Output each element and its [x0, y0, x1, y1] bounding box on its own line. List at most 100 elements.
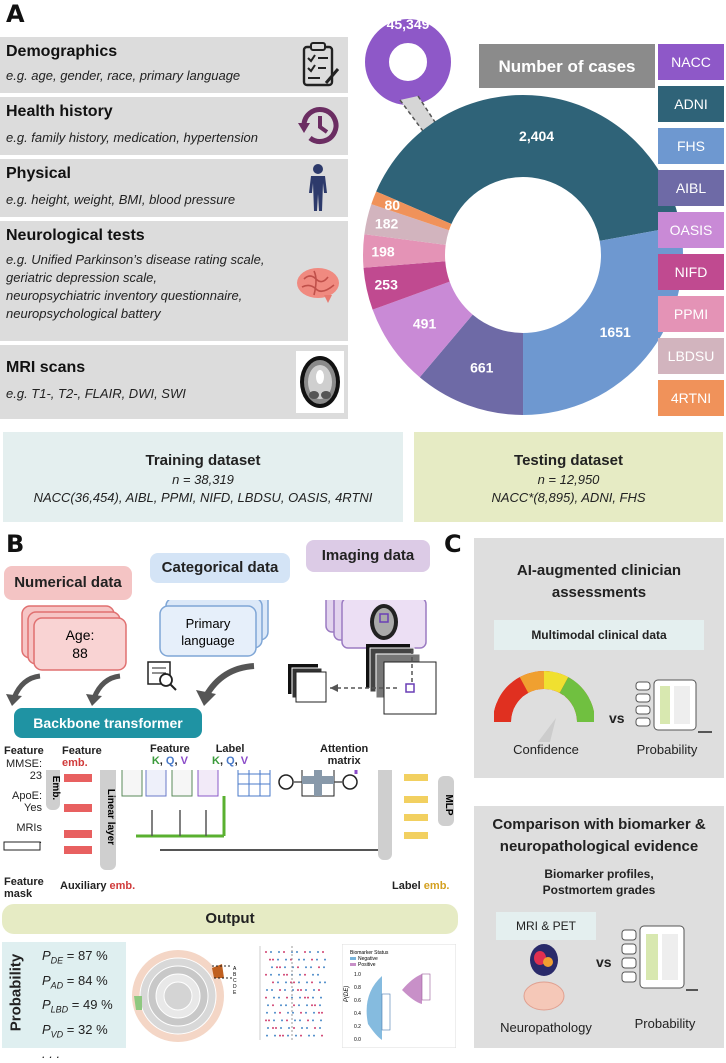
donut-slice-4rtni [371, 191, 452, 231]
feature-kqv-label: Feature K, Q, V [150, 743, 190, 767]
training-n: n = 38,319 [172, 472, 234, 487]
probability-label-c2: Probability [634, 1016, 696, 1031]
magnify-document-icon [147, 661, 177, 691]
age-label: Age: [66, 627, 95, 643]
numerical-data-label: Numerical data [14, 574, 122, 591]
mri-brain-icon [296, 351, 344, 413]
auxiliary-emb-word: emb. [109, 880, 136, 892]
confidence-gauge-icon [494, 670, 594, 742]
mmse-label: MMSE: 23 [6, 758, 43, 782]
vs-label: vs [609, 710, 625, 726]
auxiliary-word: Auxiliary [60, 880, 107, 892]
feature-demographics: Demographics e.g. age, gender, race, pri… [0, 37, 348, 93]
dot-plot [259, 946, 326, 1040]
mlp-label: MLP [443, 794, 454, 815]
feature-title: MRI scans [6, 359, 86, 376]
violin-ytick: 0.0 [354, 1037, 361, 1043]
testing-sources: NACC*(8,895), ADNI, FHS [491, 490, 646, 505]
radial-plot: A B C D E [132, 950, 237, 1042]
linear-layer-label: Linear layer [105, 789, 116, 845]
age-value: 88 [72, 645, 88, 661]
neuropathology-label: Neuropathology [500, 1020, 592, 1035]
clipboard-icon [302, 42, 340, 87]
auxiliary-emb-label: Auxiliary emb. [60, 880, 135, 892]
panel-b-letter: B [6, 530, 25, 558]
comparison-panel: Comparison with biomarker & neuropatholo… [474, 806, 724, 1048]
primary-language-label-1: Primary [186, 616, 231, 631]
radial-letter-b: B [233, 972, 237, 978]
feature-title: Demographics [6, 43, 118, 60]
emb-word: emb. [62, 757, 88, 769]
feature-desc: e.g. Unified Parkinson’s disease rating … [6, 252, 265, 321]
architecture-diagram: Age: 88 Primary language [6, 600, 437, 715]
brain-icon [297, 268, 339, 303]
violin-ytick: 1.0 [354, 972, 361, 978]
label-emb-label: Label emb. [392, 880, 449, 892]
feature-neurological-tests: Neurological tests e.g. Unified Parkinso… [0, 221, 348, 341]
donut-label-oasis: 491 [413, 316, 437, 332]
apoe-label: ApoE: Yes [12, 790, 42, 814]
probability-row: PAD = 84 % [42, 972, 108, 991]
biomarker-profiles-label: Biomarker profiles, Postmortem grades [542, 867, 656, 897]
feature-desc: e.g. age, gender, race, primary language [6, 68, 241, 83]
feature-emb-word: Feature [62, 745, 102, 757]
nacc-value-label: 45,349 [387, 16, 430, 32]
legend-item-fhs: FHS [658, 128, 724, 164]
primary-language-card [159, 605, 257, 657]
legend-item-4rtni: 4RTNI [658, 380, 724, 416]
violin-ytick: 0.4 [354, 1011, 361, 1017]
probability-row: PDE = 87 % [42, 948, 108, 966]
imaging-data-label: Imaging data [321, 547, 415, 564]
attention-matrix-label: Attention matrix [320, 743, 369, 767]
training-title: Training dataset [145, 452, 261, 469]
legend-item-oasis: OASIS [658, 212, 724, 248]
feature-mri-scans: MRI scans e.g. T1-, T2-, FLAIR, DWI, SWI [0, 345, 348, 419]
testing-n: n = 12,950 [537, 472, 600, 487]
human-body-icon [309, 164, 327, 211]
curved-arrow [11, 673, 41, 699]
probability-ellipsis: . . . [42, 1046, 61, 1062]
feature-mask-label: Feature mask [4, 876, 44, 900]
label-kqv-label: Label K, Q, V [212, 743, 249, 767]
comparison-title: Comparison with biomarker & neuropatholo… [492, 816, 706, 855]
q-letter-2: Q [226, 755, 235, 767]
mri-pet-box: MRI & PET [496, 912, 596, 940]
feature-health-history: Health history e.g. family history, medi… [0, 97, 348, 155]
transformer-detail: Emb. Linear layer MLP [3, 770, 454, 870]
donut-label-4rtni: 80 [384, 197, 400, 213]
feature-title: Physical [6, 165, 71, 182]
cases-donut-chart: 45,349 Number of cases 2,404165166149125… [363, 16, 683, 415]
donut-label-nifd: 253 [375, 277, 399, 293]
number-of-cases-label: Number of cases [499, 57, 636, 76]
probability-label-c: Probability [636, 742, 698, 757]
brain-scan-icons [523, 944, 565, 1011]
donut-slice-oasis [372, 281, 473, 378]
donut-label-aibl: 661 [470, 360, 494, 376]
history-clock-icon [298, 107, 339, 144]
v-letter: V [180, 755, 188, 767]
primary-language-label-2: language [181, 633, 235, 648]
ai-augmented-title: AI-augmented clinician assessments [516, 562, 682, 601]
nacc-ring [365, 19, 451, 105]
radial-letter-a: A [233, 966, 237, 972]
donut-label-fhs: 1651 [600, 324, 631, 340]
donut-slice-ppmi [363, 234, 446, 268]
number-of-cases-box [479, 44, 655, 88]
feature-emb-label: Feature emb. [62, 745, 102, 769]
probability-bars-icon-2 [621, 925, 698, 991]
age-card [33, 617, 127, 671]
legend-item-aibl: AIBL [658, 170, 724, 206]
violin-legend-title: Biomarker Status [350, 950, 389, 956]
testing-dataset-box: Testing dataset n = 12,950 NACC*(8,895),… [414, 432, 723, 522]
label-kqv-word: Label [215, 743, 245, 755]
probability-row: PLBD = 49 % [42, 997, 113, 1015]
panel-a-letter: A [6, 0, 25, 28]
violin-pos-label: Positive [358, 962, 376, 968]
probability-label: Probability [7, 953, 25, 1032]
label-emb-word: Label [392, 880, 421, 892]
confidence-label: Confidence [513, 742, 579, 757]
legend-item-ppmi: PPMI [658, 296, 724, 332]
donut-label-ppmi: 198 [371, 243, 395, 259]
vs-label-2: vs [596, 954, 612, 970]
